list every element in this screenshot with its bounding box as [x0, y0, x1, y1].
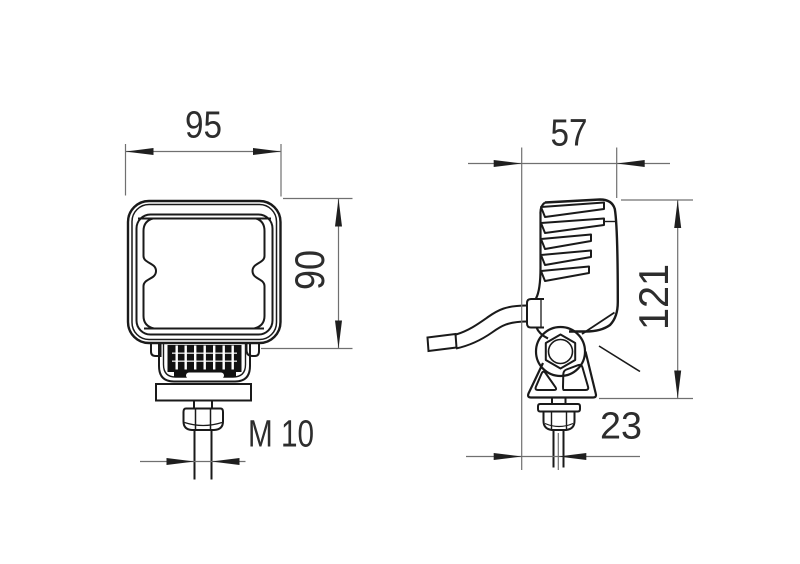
- side-fins: [540, 201, 605, 282]
- dim-57-arrow-left: [493, 160, 522, 167]
- dim-front-width: 95: [124, 105, 282, 197]
- dim-side-depth: 57: [468, 113, 670, 470]
- bracket-cutout-left: [534, 370, 558, 391]
- mounting-nut-front: [182, 407, 224, 431]
- dim-90-extension-lines: [261, 197, 353, 350]
- cable-lower-edge: [455, 320, 528, 350]
- side-body-outline: [544, 198, 620, 333]
- heatsink-tab-right: [245, 343, 260, 357]
- nut-collar-side: [544, 422, 574, 428]
- dim-90-arrow-top: [335, 198, 342, 227]
- bolt-flange-side: [537, 403, 581, 413]
- side-fin: [540, 249, 592, 266]
- mount-base-plate: [155, 383, 252, 402]
- dim-bolt-offset-label: 23: [600, 406, 642, 448]
- bracket-boss-outer: [534, 325, 587, 378]
- dim-overall-height-label: 121: [630, 264, 677, 330]
- side-view: [426, 198, 641, 468]
- dim-thread-label: M 10: [248, 414, 314, 456]
- dim-m10-arrow-left: [166, 458, 195, 465]
- bracket-boss-hex: [544, 333, 577, 370]
- threaded-stud-side: [552, 430, 565, 468]
- bolt-neck: [193, 400, 213, 408]
- nut-facets-front: [194, 409, 212, 429]
- bracket-arm-line: [581, 311, 615, 335]
- dim-121-arrow-bottom: [674, 370, 682, 399]
- dim-front-height-label: 90: [286, 250, 333, 290]
- dim-95-arrow-left: [125, 148, 154, 155]
- side-rear-spine: [535, 201, 546, 300]
- side-fin: [540, 217, 605, 234]
- threaded-stud-front: [193, 430, 213, 480]
- dim-95-arrow-right: [253, 148, 281, 155]
- mounting-nut-side: [542, 410, 576, 431]
- dim-overall-height: 121: [599, 199, 693, 400]
- dim-m10-arrow-right: [211, 458, 240, 465]
- heatsink-fins: [167, 345, 242, 379]
- dim-90-arrow-bottom: [335, 320, 342, 349]
- side-rear-lower: [535, 327, 549, 340]
- cable-ferrule: [426, 332, 458, 353]
- front-body-outline: [126, 199, 282, 345]
- front-optic-right: [251, 217, 266, 330]
- side-fin: [540, 233, 592, 250]
- side-fin: [540, 265, 590, 282]
- bracket-cutout-right: [562, 363, 590, 391]
- dim-front-width-label: 95: [185, 105, 222, 147]
- dim-23-arrow-left: [493, 453, 522, 460]
- dim-front-height: 90: [261, 197, 353, 350]
- nut-collar-front: [184, 421, 223, 427]
- heatsink-housing-outer: [158, 343, 251, 383]
- front-optic-left: [142, 217, 158, 330]
- mounting-bracket: [526, 351, 598, 399]
- cable-upper-edge: [455, 304, 528, 336]
- dim-side-depth-label: 57: [551, 113, 588, 155]
- connector-block: [526, 298, 544, 329]
- dim-23-arrow-right: [558, 453, 587, 460]
- dim-thread: M 10: [140, 414, 314, 465]
- dim-57-arrow-right: [616, 160, 645, 167]
- bolt-neck-side: [551, 397, 567, 404]
- dim-bolt-offset: 23: [466, 406, 642, 470]
- bracket-rear-arm-line: [598, 345, 641, 373]
- front-view: [126, 199, 282, 480]
- front-lens: [135, 213, 274, 336]
- side-fin: [540, 201, 605, 218]
- heatsink-tab-left: [150, 343, 162, 357]
- dim-121-arrow-top: [674, 200, 682, 228]
- front-bezel-line: [131, 203, 278, 341]
- bracket-boss-inner: [547, 338, 574, 365]
- dim-95-extension-lines: [124, 144, 282, 197]
